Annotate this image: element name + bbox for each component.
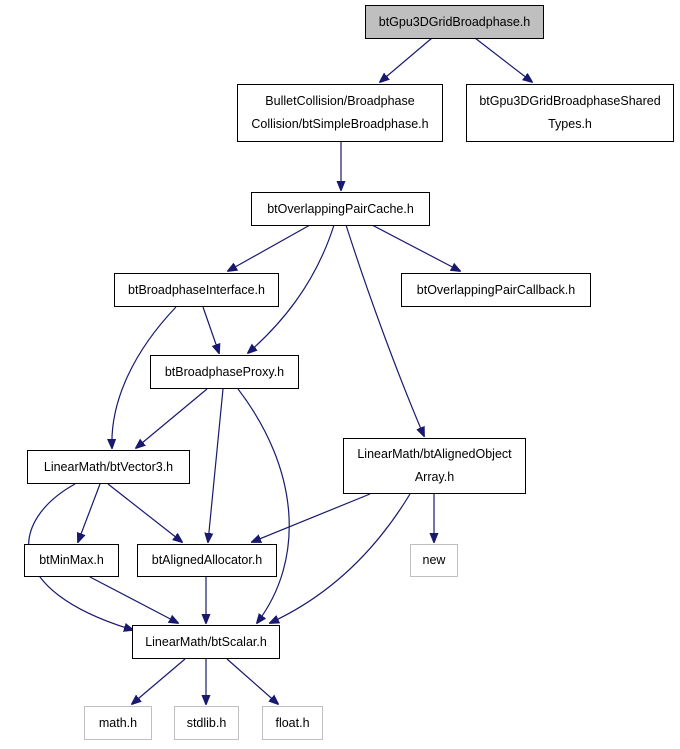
node-btgpu3dgridbroadphase-h[interactable]: btGpu3DGridBroadphase.h	[365, 5, 544, 39]
node-label: stdlib.h	[186, 715, 227, 730]
edge-root-to-sharedtypes	[474, 37, 532, 82]
node-label: btOverlappingPairCallback.h	[416, 282, 576, 297]
node-label: new	[422, 553, 446, 567]
node-math-h[interactable]: math.h	[84, 706, 152, 740]
node-label: float.h	[275, 715, 310, 730]
edge-bpinterface-to-vector3	[112, 306, 177, 448]
edge-bpproxy-to-vector3	[136, 388, 208, 448]
node-stdlib-h[interactable]: stdlib.h	[174, 706, 239, 740]
node-float-h[interactable]: float.h	[262, 706, 323, 740]
node-new[interactable]: new	[410, 544, 458, 577]
edge-overlapcache-to-bpinterface	[228, 224, 311, 271]
node-btoverlappingpaircallback-h[interactable]: btOverlappingPairCallback.h	[401, 273, 591, 307]
edge-scalar-to-math	[132, 658, 186, 704]
node-btalignedobjectarray-h[interactable]: LinearMath/btAlignedObject Array.h	[343, 438, 526, 494]
node-label: btBroadphaseProxy.h	[164, 364, 285, 379]
node-label: BulletCollision/Broadphase	[265, 94, 415, 108]
node-label: Array.h	[414, 470, 455, 484]
edge-alignedarray-to-scalar	[270, 493, 411, 623]
edge-alignedarray-to-alignedalloc	[252, 493, 371, 542]
node-btoverlappingpaircache-h[interactable]: btOverlappingPairCache.h	[251, 192, 430, 226]
edge-minmax-to-scalar	[89, 576, 178, 623]
node-btalignedallocator-h[interactable]: btAlignedAllocator.h	[137, 544, 277, 577]
edge-bpproxy-to-scalar	[237, 388, 290, 623]
node-btvector3-h[interactable]: LinearMath/btVector3.h	[27, 450, 190, 484]
node-btgpu3dgridbroadphasesharedtypes-h[interactable]: btGpu3DGridBroadphaseShared Types.h	[466, 84, 674, 142]
node-label: btOverlappingPairCache.h	[267, 201, 414, 216]
node-label: Types.h	[548, 117, 592, 131]
node-label: btGpu3DGridBroadphase.h	[378, 14, 531, 29]
node-label: math.h	[98, 715, 138, 730]
edge-vector3-to-alignedalloc	[107, 483, 182, 542]
edge-bpproxy-to-alignedalloc	[208, 388, 224, 542]
node-btbroadphaseinterface-h[interactable]: btBroadphaseInterface.h	[114, 273, 279, 307]
node-btbroadphaseproxy-h[interactable]: btBroadphaseProxy.h	[150, 355, 299, 389]
edge-vector3-to-minmax	[78, 483, 101, 542]
node-label: btBroadphaseInterface.h	[128, 282, 265, 297]
edge-root-to-simplebp	[380, 37, 433, 82]
node-label: btAlignedAllocator.h	[151, 553, 263, 567]
edge-overlapcache-to-paircallback	[371, 224, 460, 271]
node-label: btGpu3DGridBroadphaseShared	[479, 94, 661, 108]
edge-overlapcache-to-bpproxy	[248, 224, 335, 353]
node-btscalar-h[interactable]: LinearMath/btScalar.h	[132, 625, 280, 659]
node-label: LinearMath/btScalar.h	[145, 634, 267, 649]
node-label: Collision/btSimpleBroadphase.h	[251, 117, 429, 131]
node-label: btMinMax.h	[39, 553, 104, 567]
edge-overlapcache-to-alignedarray	[345, 224, 424, 436]
node-label: LinearMath/btVector3.h	[43, 459, 174, 474]
edge-scalar-to-float	[226, 658, 278, 704]
node-label: LinearMath/btAlignedObject	[357, 447, 512, 461]
edge-bpinterface-to-bpproxy	[202, 306, 219, 353]
node-btminmax-h[interactable]: btMinMax.h	[24, 544, 119, 577]
node-btsimplebroadphase-h[interactable]: BulletCollision/Broadphase Collision/btS…	[237, 84, 443, 142]
